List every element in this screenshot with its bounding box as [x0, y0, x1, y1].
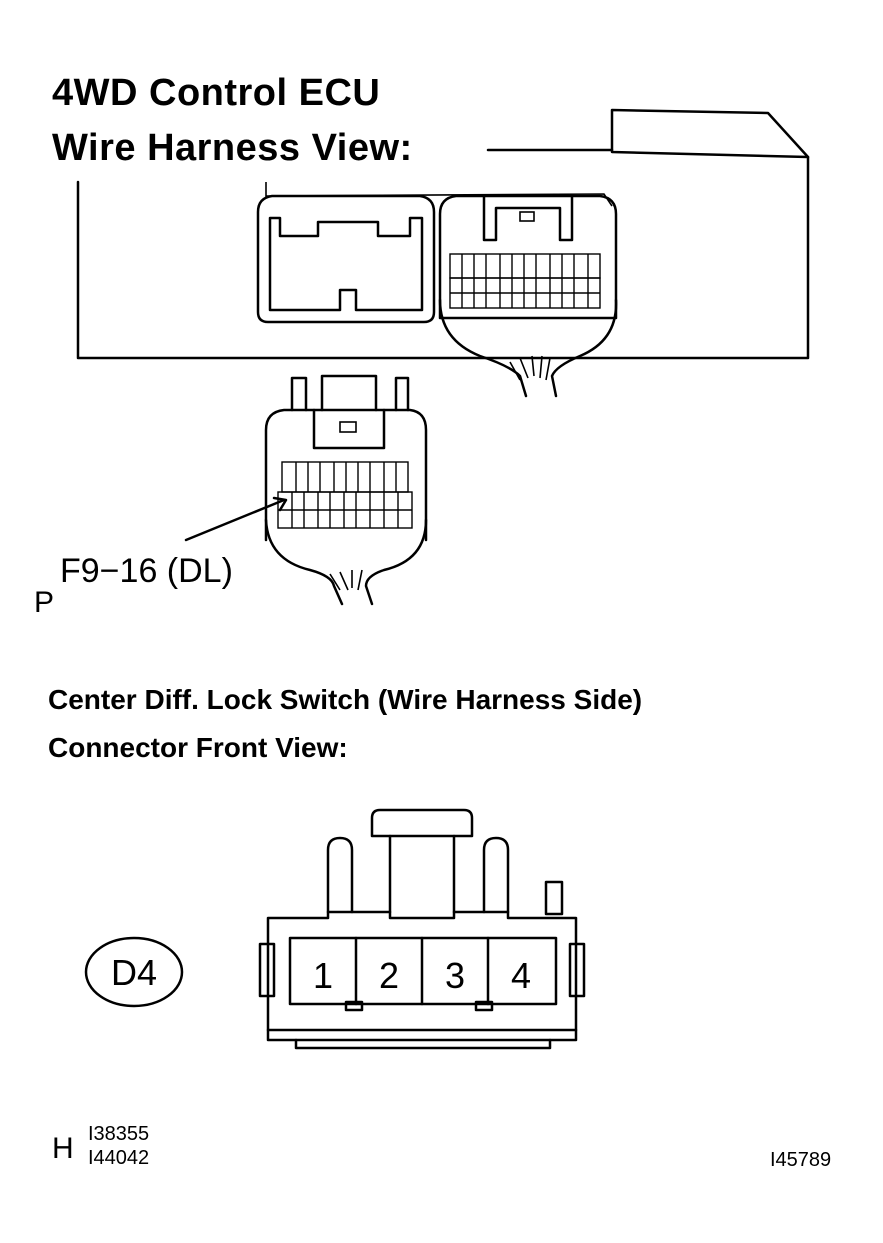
terminal-label: F9−16 (DL) — [60, 552, 233, 590]
ecu-connector-right — [438, 194, 618, 398]
ecu-body — [76, 108, 810, 360]
switch-pin-1: 1 — [313, 955, 333, 996]
figure-id: I45789 — [770, 1149, 832, 1171]
connector-code: D4 — [111, 952, 157, 993]
switch-connector — [258, 808, 586, 1050]
footer-ref-1: I38355 — [88, 1123, 150, 1145]
switch-title: Center Diff. Lock Switch (Wire Harness S… — [48, 684, 643, 715]
connector-code-badge — [84, 936, 184, 1008]
footer-prefix: H — [52, 1132, 74, 1165]
terminal-label-prefix: P — [34, 586, 55, 619]
ecu-harness-connector — [184, 374, 428, 606]
switch-subtitle: Connector Front View: — [48, 732, 348, 763]
ecu-title: 4WD Control ECU — [52, 72, 381, 114]
ecu-subtitle: Wire Harness View: — [52, 127, 413, 169]
terminal-callout-line — [184, 498, 286, 542]
switch-pin-2: 2 — [379, 955, 399, 996]
footer-ref-2: I44042 — [88, 1147, 150, 1169]
switch-pin-4: 4 — [511, 955, 531, 996]
ecu-connector-left — [256, 194, 436, 324]
switch-pin-3: 3 — [445, 955, 465, 996]
